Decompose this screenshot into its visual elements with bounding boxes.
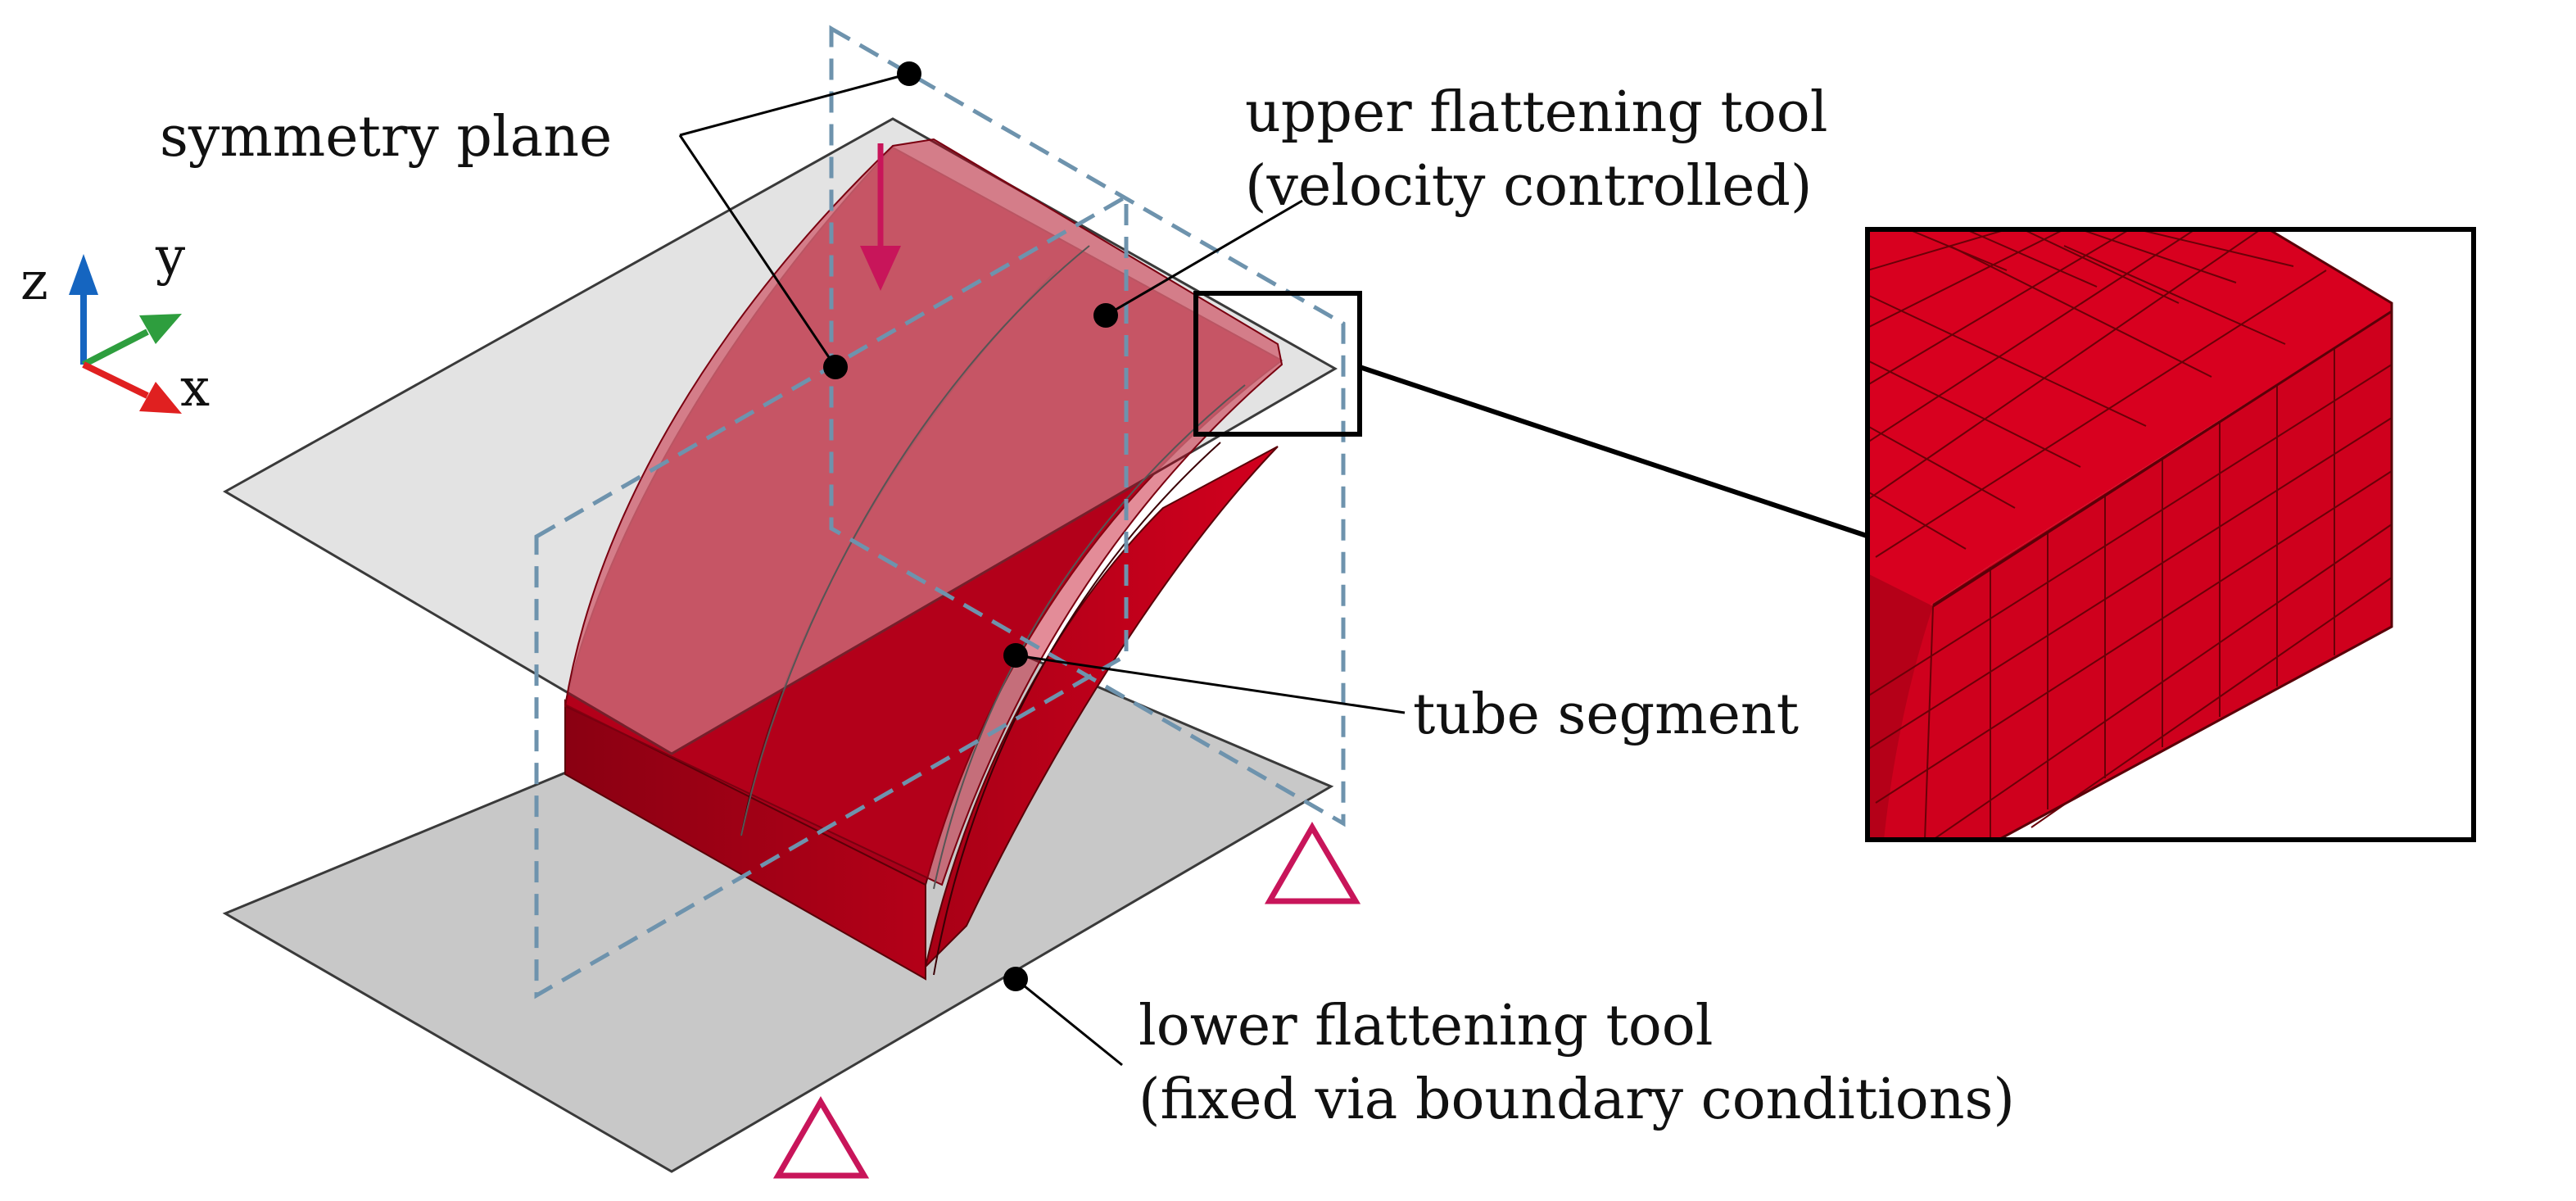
mesh-zoom-inset	[1865, 227, 2476, 842]
upper-tool-marker-dot	[1093, 303, 1118, 328]
velocity-arrow	[860, 143, 901, 291]
mesh-zoom-frame	[1865, 227, 2476, 842]
zoom-region-marker	[1193, 291, 1362, 437]
boundary-condition-triangle	[1264, 822, 1361, 904]
axis-y-arrow-icon	[139, 314, 182, 344]
upper-tool-label-line2: (velocity controlled)	[1245, 154, 1812, 219]
mesh-front-face	[1867, 311, 2392, 840]
boundary-condition-triangle	[772, 1096, 870, 1179]
axis-z-label: z	[20, 252, 48, 312]
leader-lines	[678, 72, 1406, 1067]
lower-tool-marker-dot	[1003, 967, 1028, 991]
coordinate-axes: z y x	[20, 227, 210, 419]
tube-element-line	[933, 442, 1221, 976]
tube-outer-wall	[924, 446, 1279, 970]
axis-x-arrow-icon	[139, 382, 182, 414]
upper-tool-label-line1: upper flattening tool	[1245, 80, 1827, 145]
upper-flattening-tool	[222, 117, 1338, 755]
tube-segment-marker-dot	[1003, 643, 1028, 668]
mesh-left-face	[1867, 573, 1933, 840]
tube-segment-label: tube segment	[1413, 682, 1799, 747]
axis-z-arrow-icon	[69, 254, 98, 295]
symmetry-plane-marker-dot	[897, 61, 921, 86]
lower-tool-label-line2: (fixed via boundary conditions)	[1139, 1067, 2015, 1132]
tube-top-element-line	[933, 384, 1246, 890]
symmetry-plane-label: symmetry plane	[160, 105, 612, 170]
symmetry-plane-transverse	[534, 193, 1129, 999]
tube-top-element-line	[740, 245, 1090, 836]
lower-tool-label-line1: lower flattening tool	[1139, 994, 1713, 1058]
zoom-connector-line	[1359, 365, 1870, 539]
axis-y-label: y	[155, 227, 185, 288]
symmetry-plane-marker-dot	[823, 355, 848, 379]
axis-x-label: x	[180, 358, 210, 419]
